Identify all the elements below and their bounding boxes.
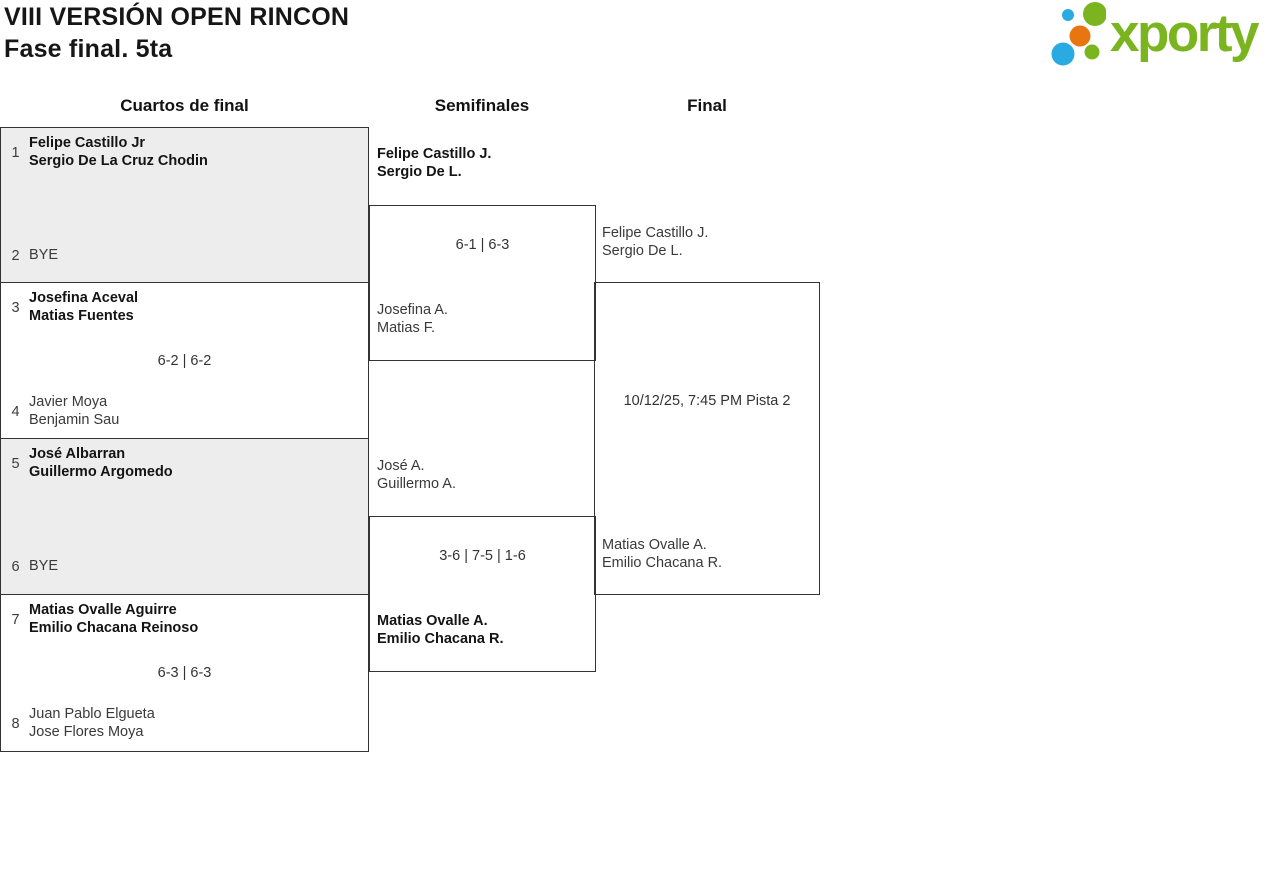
player-name: Guillermo A. xyxy=(377,475,456,492)
player-name: Felipe Castillo J. xyxy=(377,146,492,162)
player-name: Jose Flores Moya xyxy=(29,723,144,740)
player-name: Felipe Castillo J. xyxy=(602,225,709,241)
team-entry: 5 José Albarran Guillermo Argomedo xyxy=(7,446,362,481)
player-name: Sergio De L. xyxy=(602,242,683,259)
column-header-quarterfinals: Cuartos de final xyxy=(120,96,249,115)
match-score: 3-6 | 7-5 | 1-6 xyxy=(439,548,526,564)
final-team-bottom: Matias Ovalle A. Emilio Chacana R. xyxy=(602,537,722,572)
seed-number: 8 xyxy=(11,715,20,732)
column-header-semifinals: Semifinales xyxy=(434,96,530,115)
player-name: Josefina A. xyxy=(377,302,448,318)
tournament-title: VIII VERSIÓN OPEN RINCON xyxy=(4,3,350,31)
sf1-team-top: Felipe Castillo J. Sergio De L. xyxy=(377,146,491,181)
seed-number: 3 xyxy=(11,299,20,316)
sf-match-1[interactable]: 6-1 | 6-3 xyxy=(369,205,596,361)
player-name: Felipe Castillo Jr xyxy=(29,135,146,151)
xporty-logo[interactable]: xporty xyxy=(1048,2,1259,70)
player-name: Emilio Chacana R. xyxy=(377,630,504,647)
sf1-team-bottom: Josefina A. Matias F. xyxy=(377,302,448,337)
player-name: Sergio De L. xyxy=(377,163,462,180)
qf-match-2[interactable]: 3 Josefina Aceval Matias Fuentes 6-2 | 6… xyxy=(0,282,369,439)
team-entry: 1 Felipe Castillo Jr Sergio De La Cruz C… xyxy=(7,135,362,170)
player-name: Sergio De La Cruz Chodin xyxy=(29,152,208,169)
player-name: José A. xyxy=(377,458,425,474)
team-entry: 7 Matias Ovalle Aguirre Emilio Chacana R… xyxy=(7,602,362,637)
team-entry: 8 Juan Pablo Elgueta Jose Flores Moya xyxy=(7,706,362,741)
qf-match-1[interactable]: 1 Felipe Castillo Jr Sergio De La Cruz C… xyxy=(0,127,369,283)
final-team-top: Felipe Castillo J. Sergio De L. xyxy=(602,225,708,260)
player-name: Matias Ovalle Aguirre xyxy=(29,602,177,618)
bye-label: BYE xyxy=(29,247,59,263)
seed-number: 1 xyxy=(11,144,20,161)
player-name: Benjamin Sau xyxy=(29,411,120,428)
player-name: Emilio Chacana R. xyxy=(602,554,723,571)
sf2-team-bottom: Matias Ovalle A. Emilio Chacana R. xyxy=(377,613,504,648)
player-name: Guillermo Argomedo xyxy=(29,463,173,480)
seed-number: 4 xyxy=(11,403,20,420)
match-score: 6-2 | 6-2 xyxy=(157,353,212,369)
team-entry: 2 BYE xyxy=(7,247,362,265)
sf-match-2[interactable]: 3-6 | 7-5 | 1-6 xyxy=(369,516,596,672)
final-match[interactable]: 10/12/25, 7:45 PM Pista 2 xyxy=(594,282,820,595)
sf2-team-top: José A. Guillermo A. xyxy=(377,458,456,493)
bye-label: BYE xyxy=(29,558,59,574)
team-entry: 3 Josefina Aceval Matias Fuentes xyxy=(7,290,362,325)
player-name: Matias Ovalle A. xyxy=(602,537,707,553)
seed-number: 5 xyxy=(11,455,20,472)
page-title: VIII VERSIÓN OPEN RINCON Fase final. 5ta xyxy=(4,1,349,65)
qf-match-3[interactable]: 5 José Albarran Guillermo Argomedo 6 BYE xyxy=(0,438,369,595)
qf-match-4[interactable]: 7 Matias Ovalle Aguirre Emilio Chacana R… xyxy=(0,594,369,752)
logo-wordmark: xporty xyxy=(1110,4,1259,63)
match-score: 6-3 | 6-3 xyxy=(157,665,212,681)
seed-number: 6 xyxy=(11,558,20,575)
phase-subtitle: Fase final. 5ta xyxy=(4,35,173,63)
player-name: Juan Pablo Elgueta xyxy=(29,706,155,722)
seed-number: 2 xyxy=(11,247,20,264)
logo-dots-icon xyxy=(1051,2,1106,66)
match-schedule: 10/12/25, 7:45 PM Pista 2 xyxy=(623,393,791,409)
match-score: 6-1 | 6-3 xyxy=(455,237,510,253)
player-name: José Albarran xyxy=(29,446,126,462)
player-name: Javier Moya xyxy=(29,394,108,410)
column-header-final: Final xyxy=(687,96,727,115)
player-name: Matias Ovalle A. xyxy=(377,613,488,629)
player-name: Matias F. xyxy=(377,319,436,336)
team-entry: 4 Javier Moya Benjamin Sau xyxy=(7,394,362,429)
player-name: Josefina Aceval xyxy=(29,290,139,306)
seed-number: 7 xyxy=(11,611,20,628)
team-entry: 6 BYE xyxy=(7,558,362,576)
player-name: Emilio Chacana Reinoso xyxy=(29,619,199,636)
player-name: Matias Fuentes xyxy=(29,307,134,324)
